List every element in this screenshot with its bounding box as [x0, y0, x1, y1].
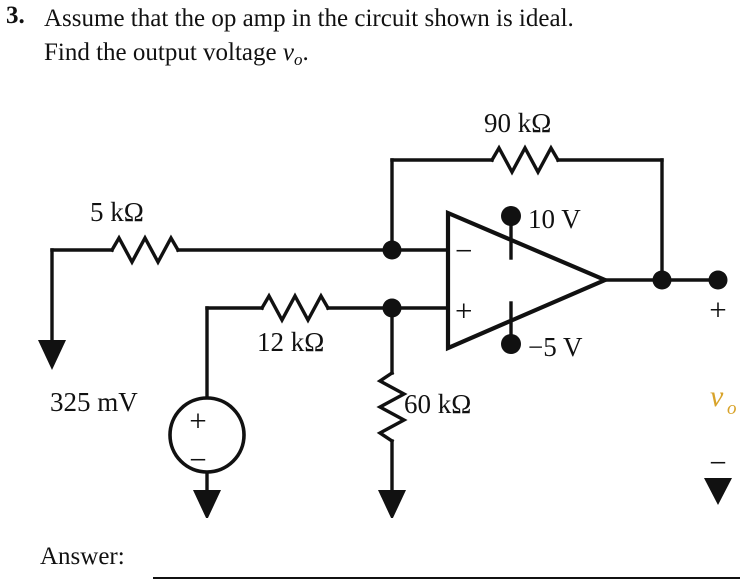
- ground-arrow-60k: [378, 490, 406, 518]
- voltage-source-symbol: [168, 396, 246, 474]
- ground-arrow-source: [193, 490, 221, 518]
- label-resistor-60k: 60 kΩ: [404, 389, 471, 419]
- output-voltage-subscript: o: [293, 49, 303, 69]
- label-voltage-source: 325 mV: [50, 387, 138, 417]
- answer-label: Answer:: [40, 543, 125, 570]
- resistor-90k-symbol: [489, 144, 561, 176]
- terminal-negative-supply: [501, 334, 521, 354]
- opamp-body: [445, 209, 611, 352]
- problem-statement: 3. Assume that the op amp in the circuit…: [0, 0, 740, 80]
- node-noninverting-input: [382, 298, 402, 318]
- ground-arrow-output: [704, 478, 732, 505]
- problem-line-1: Assume that the op amp in the circuit sh…: [44, 5, 574, 32]
- label-supply-positive: 10 V: [528, 204, 581, 234]
- problem-line-2-suffix: .: [302, 39, 309, 66]
- source-plus-sign: +: [189, 403, 206, 438]
- problem-line-2-prefix: Find the output voltage: [44, 39, 283, 66]
- resistor-60k-symbol: [376, 370, 408, 444]
- source-minus-sign: −: [189, 442, 206, 477]
- node-output: [652, 270, 672, 290]
- answer-blank-line[interactable]: [153, 577, 740, 579]
- output-plus-sign: +: [709, 292, 726, 327]
- problem-text: Assume that the op amp in the circuit sh…: [44, 2, 734, 77]
- terminal-output-positive: [708, 270, 728, 290]
- terminal-positive-supply: [501, 206, 521, 226]
- opamp-inverting-sign: −: [455, 233, 472, 268]
- node-inverting-input: [382, 240, 402, 260]
- label-resistor-12k: 12 kΩ: [257, 327, 324, 357]
- resistor-12k-symbol: [259, 292, 331, 324]
- output-voltage-label-subscript: o: [727, 398, 737, 419]
- problem-number: 3.: [6, 2, 25, 29]
- label-resistor-90k: 90 kΩ: [484, 108, 551, 138]
- label-resistor-5k: 5 kΩ: [90, 197, 144, 227]
- circuit-diagram: 5 kΩ 90 kΩ 12 kΩ 60 kΩ 325 mV 10 V −5 V …: [38, 108, 737, 518]
- answer-area: Answer:: [0, 520, 740, 579]
- label-supply-negative: −5 V: [528, 332, 583, 362]
- opamp-noninverting-sign: +: [455, 293, 472, 328]
- ground-arrow-input: [38, 340, 66, 370]
- resistor-5k-symbol: [109, 234, 181, 266]
- output-minus-sign: −: [709, 445, 726, 480]
- output-voltage-symbol: v: [282, 39, 294, 66]
- output-voltage-label: v: [710, 380, 724, 413]
